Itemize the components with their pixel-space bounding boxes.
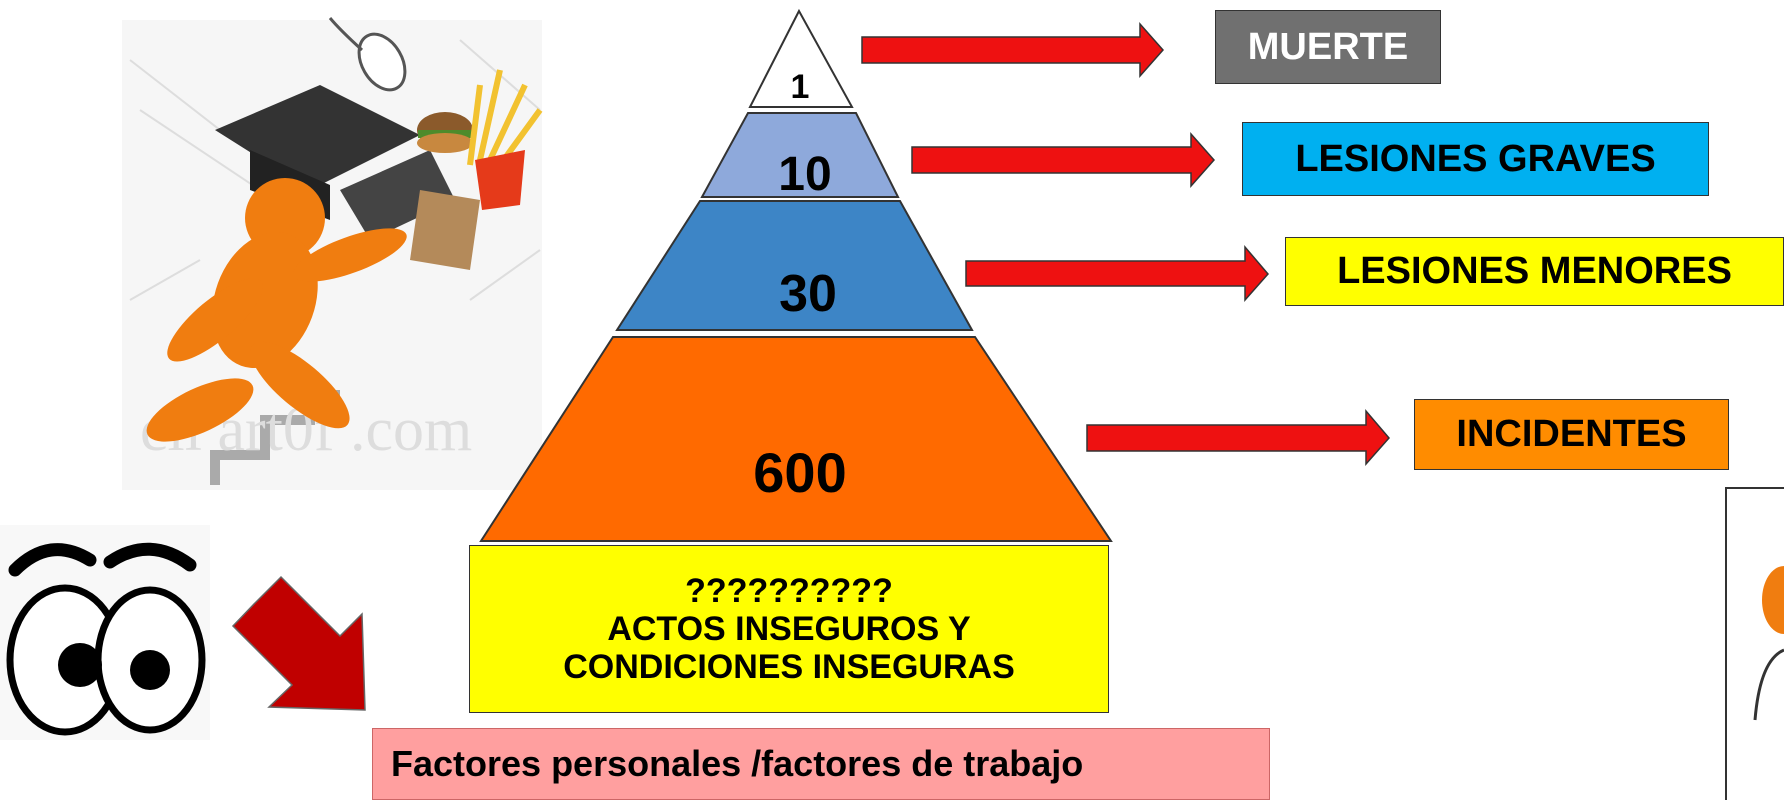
base-question: ?????????? — [685, 572, 893, 610]
factors-text: Factores personales /factores de trabajo — [391, 743, 1084, 784]
label-lesiones-graves-text: LESIONES GRAVES — [1295, 137, 1656, 180]
eyes-arrow — [231, 575, 366, 711]
label-lesiones-menores: LESIONES MENORES — [1285, 237, 1784, 306]
eyes-icon — [0, 525, 210, 740]
arrow-muerte — [861, 22, 1165, 78]
pyramid-tier-600 — [479, 336, 1113, 542]
label-muerte-text: MUERTE — [1247, 25, 1409, 68]
arrow-lesiones-graves — [911, 132, 1216, 188]
pyramid-base: ?????????? ACTOS INSEGUROS Y CONDICIONES… — [469, 545, 1109, 713]
thinking-figure-icon — [1725, 487, 1784, 800]
label-muerte: MUERTE — [1215, 10, 1441, 84]
label-incidentes: INCIDENTES — [1414, 399, 1729, 470]
arrow-lesiones-menores — [965, 244, 1269, 302]
label-lesiones-graves: LESIONES GRAVES — [1242, 122, 1709, 196]
arrow-incidentes — [1086, 408, 1390, 466]
label-lesiones-menores-text: LESIONES MENORES — [1337, 250, 1732, 292]
pyramid-tier-1 — [748, 8, 854, 108]
tier-10-value: 10 — [778, 148, 831, 201]
factors-box: Factores personales /factores de trabajo — [372, 728, 1270, 800]
running-figure-icon: cli art0f .com — [122, 17, 543, 490]
tier-30-value: 30 — [779, 265, 837, 323]
pyramid-tier-10 — [700, 112, 900, 198]
base-line-2: CONDICIONES INSEGURAS — [563, 648, 1015, 686]
label-incidentes-text: INCIDENTES — [1456, 413, 1687, 455]
tier-1-value: 1 — [791, 68, 810, 106]
base-line-1: ACTOS INSEGUROS Y — [607, 610, 971, 648]
tier-600-value: 600 — [753, 441, 846, 504]
pyramid-tier-30 — [615, 200, 974, 331]
